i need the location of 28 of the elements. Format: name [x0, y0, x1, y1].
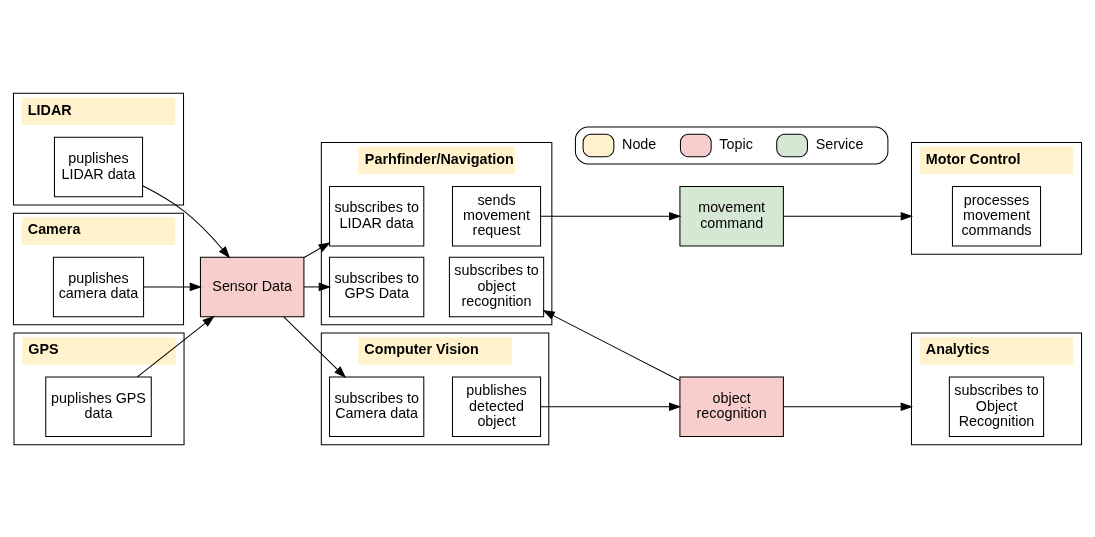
legend-label: Topic	[719, 135, 753, 152]
node-box: subscribes to Camera data	[329, 376, 425, 437]
node-box: puplishes camera data	[52, 256, 145, 317]
node-box: subscribes to Object Recognition	[948, 376, 1045, 437]
arrow	[303, 241, 331, 258]
arrow	[303, 282, 331, 291]
node-box: object recognition	[679, 376, 784, 437]
node-box: subscribes to GPS Data	[329, 256, 425, 317]
node-box: subscribes to LIDAR data	[329, 185, 425, 246]
arrow	[540, 402, 682, 411]
arrow	[783, 402, 913, 411]
legend-label: Node	[622, 135, 657, 152]
node-box: publishes detected object	[451, 376, 542, 437]
legend-label: Service	[815, 135, 864, 152]
arrow	[542, 309, 681, 381]
node-box: puplishes LIDAR data	[53, 136, 144, 197]
node-box: puplishes GPS data	[45, 376, 152, 437]
arrow	[783, 211, 913, 221]
node-box: Sensor Data	[199, 256, 305, 317]
arrow	[136, 315, 215, 377]
arrow	[143, 282, 202, 291]
node-box: subscribes to object recognition	[448, 256, 545, 317]
node-box: movement command	[679, 185, 784, 246]
node-box: sends movement request	[451, 185, 542, 246]
arrow	[142, 184, 231, 258]
node-box: processes movement commands	[951, 185, 1042, 246]
arrow	[540, 211, 682, 221]
arrow	[283, 315, 347, 378]
